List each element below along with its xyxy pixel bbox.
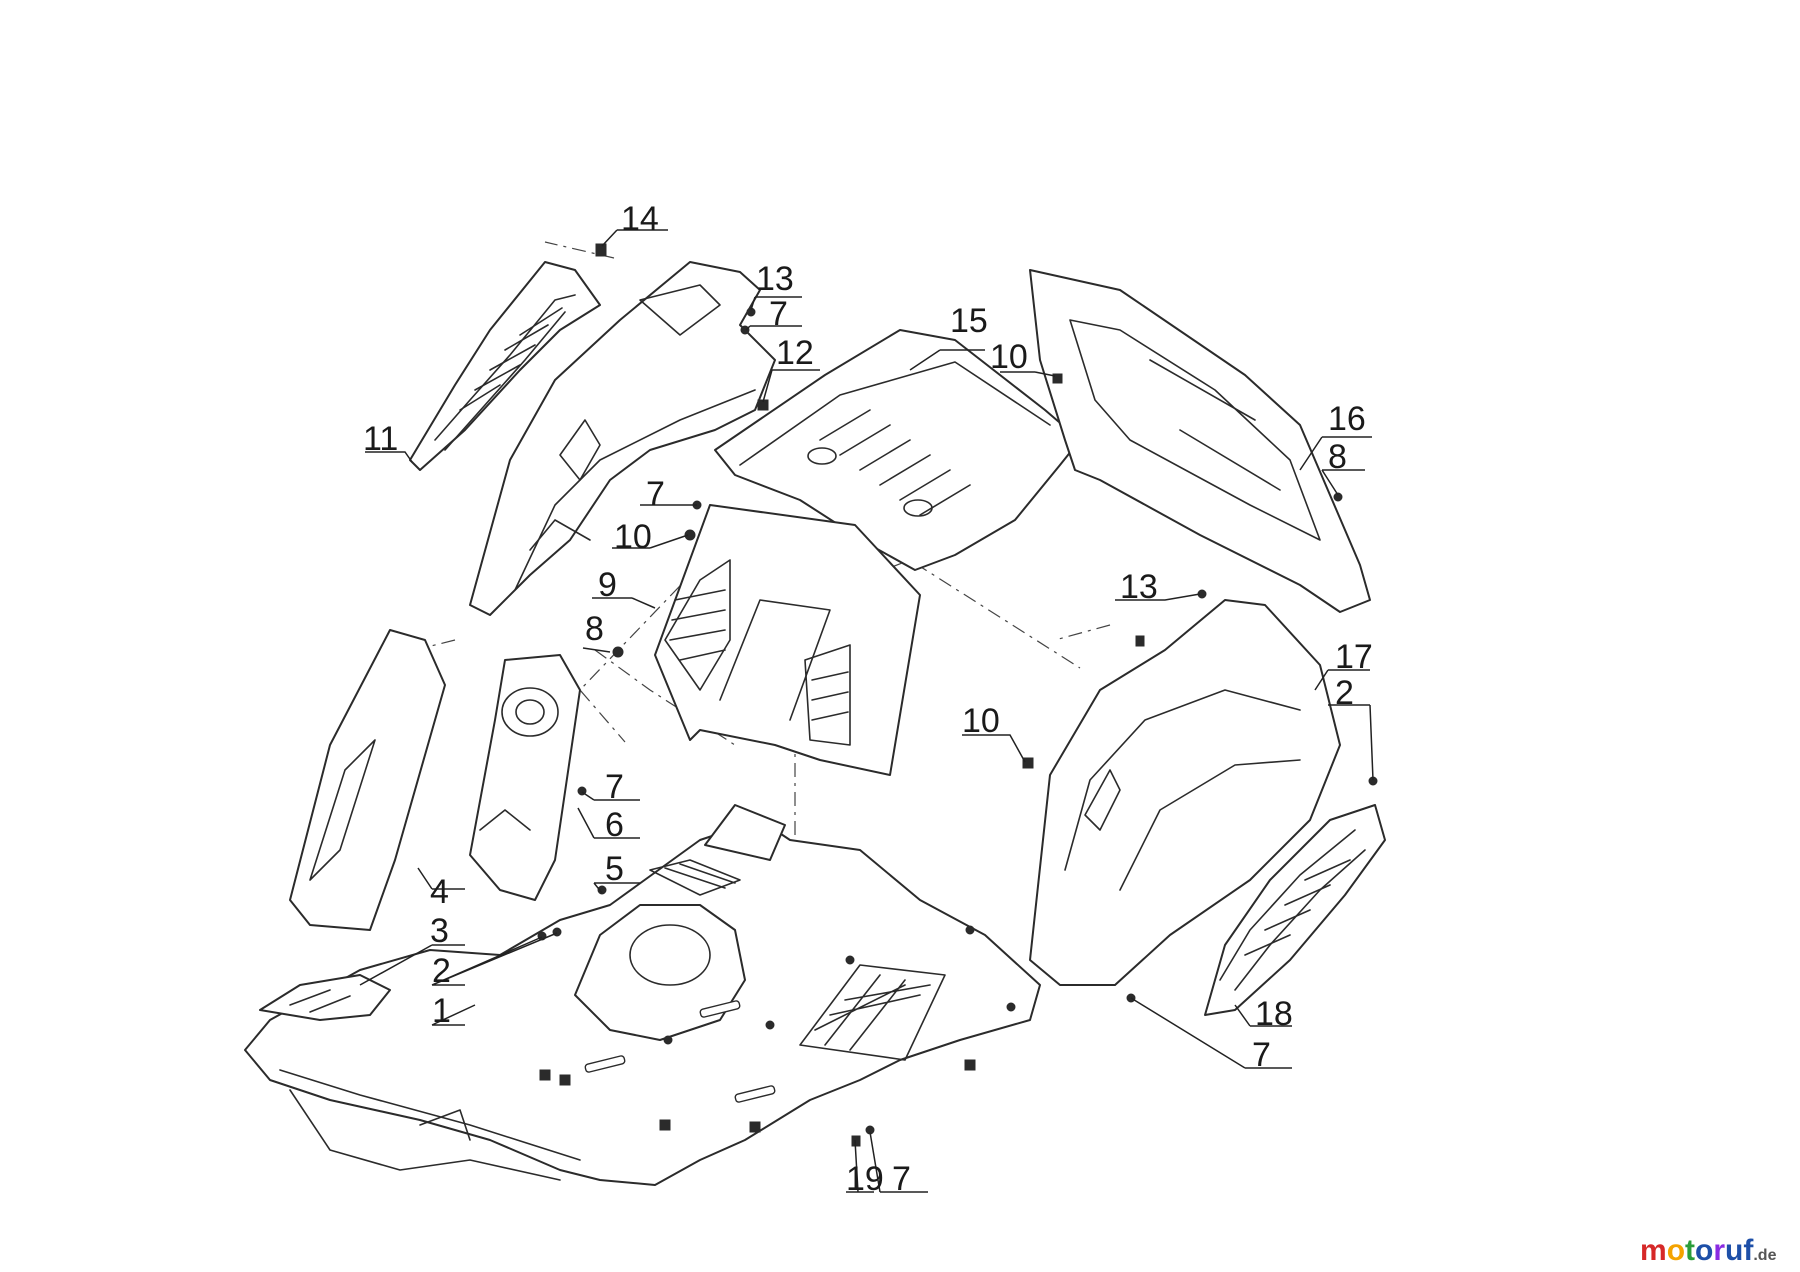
nut-8-icon (612, 646, 624, 658)
watermark-letter: r (1713, 1234, 1725, 1267)
callout-15: 15 (950, 302, 988, 340)
watermark-text: motoruf.de (1640, 1234, 1777, 1267)
nut-10-icon (684, 529, 696, 541)
clip-14-icon (595, 243, 607, 257)
part-9-center-panel (654, 504, 921, 776)
clip-10-icon (1052, 373, 1063, 384)
callout-13: 13 (1120, 568, 1158, 606)
clip-icon (559, 1074, 571, 1086)
callout-14: 14 (621, 200, 659, 238)
callout-5: 5 (605, 850, 624, 888)
callout-3: 3 (430, 912, 449, 950)
screw-icon (765, 1020, 775, 1030)
callout-18: 18 (1255, 995, 1293, 1033)
callout-4: 4 (430, 873, 449, 911)
clip-10-icon (1022, 757, 1034, 769)
callout-6: 6 (605, 806, 624, 844)
clip-icon (659, 1119, 671, 1131)
callout-7: 7 (605, 768, 624, 806)
clip-icon (539, 1069, 551, 1081)
watermark-uf: uf (1725, 1234, 1754, 1267)
callout-7: 7 (769, 295, 788, 333)
watermark-letter: o (1667, 1234, 1685, 1267)
callout-7: 7 (892, 1160, 911, 1198)
screw-icon (845, 955, 855, 965)
callout-10: 10 (614, 518, 652, 556)
callout-19: 19 (846, 1160, 884, 1198)
callout-17: 17 (1335, 638, 1373, 676)
part-6-inner-cover (469, 654, 581, 901)
screw-5-icon (597, 885, 607, 895)
watermark-letter: m (1640, 1234, 1667, 1267)
callout-16: 16 (1328, 400, 1366, 438)
part-4-side-guard (289, 629, 446, 931)
part-11-left-grille (409, 261, 601, 471)
screw-icon (965, 925, 975, 935)
motoruf-watermark: motoruf.de (1640, 1234, 1777, 1267)
left-fender (469, 261, 776, 616)
clip-icon (1135, 635, 1145, 647)
callout-8: 8 (1328, 438, 1347, 476)
callout-1: 1 (432, 992, 451, 1030)
callout-10: 10 (990, 338, 1028, 376)
callout-7: 7 (1252, 1036, 1271, 1074)
callout-13: 13 (756, 260, 794, 298)
watermark-tld: .de (1753, 1247, 1776, 1264)
part-18-right-grille (1204, 804, 1386, 1016)
callout-2: 2 (1335, 674, 1354, 712)
callout-10: 10 (962, 702, 1000, 740)
callout-2: 2 (432, 952, 451, 990)
watermark-letter: t (1685, 1234, 1695, 1267)
screw-icon (663, 1035, 673, 1045)
clip-icon (749, 1121, 761, 1133)
callout-7: 7 (646, 475, 665, 513)
clip-icon (964, 1059, 976, 1071)
part-3-bumper-bracket (259, 974, 391, 1021)
part-16-seat-frame (1029, 269, 1371, 613)
part-15-rear-panel (714, 329, 1081, 571)
callout-12: 12 (776, 334, 814, 372)
callout-9: 9 (598, 566, 617, 604)
leader-lines (359, 229, 1374, 1193)
part-1-floor-body (244, 804, 1041, 1186)
watermark-motor: motor (1640, 1234, 1725, 1267)
callout-8: 8 (585, 610, 604, 648)
callout-labels: 14 13 7 12 15 10 16 8 11 7 10 9 8 13 17 … (363, 200, 1373, 1198)
screw-icon (1006, 1002, 1016, 1012)
screw-8-icon (1333, 492, 1343, 502)
watermark-letter: o (1695, 1234, 1713, 1267)
callout-11: 11 (363, 420, 398, 458)
